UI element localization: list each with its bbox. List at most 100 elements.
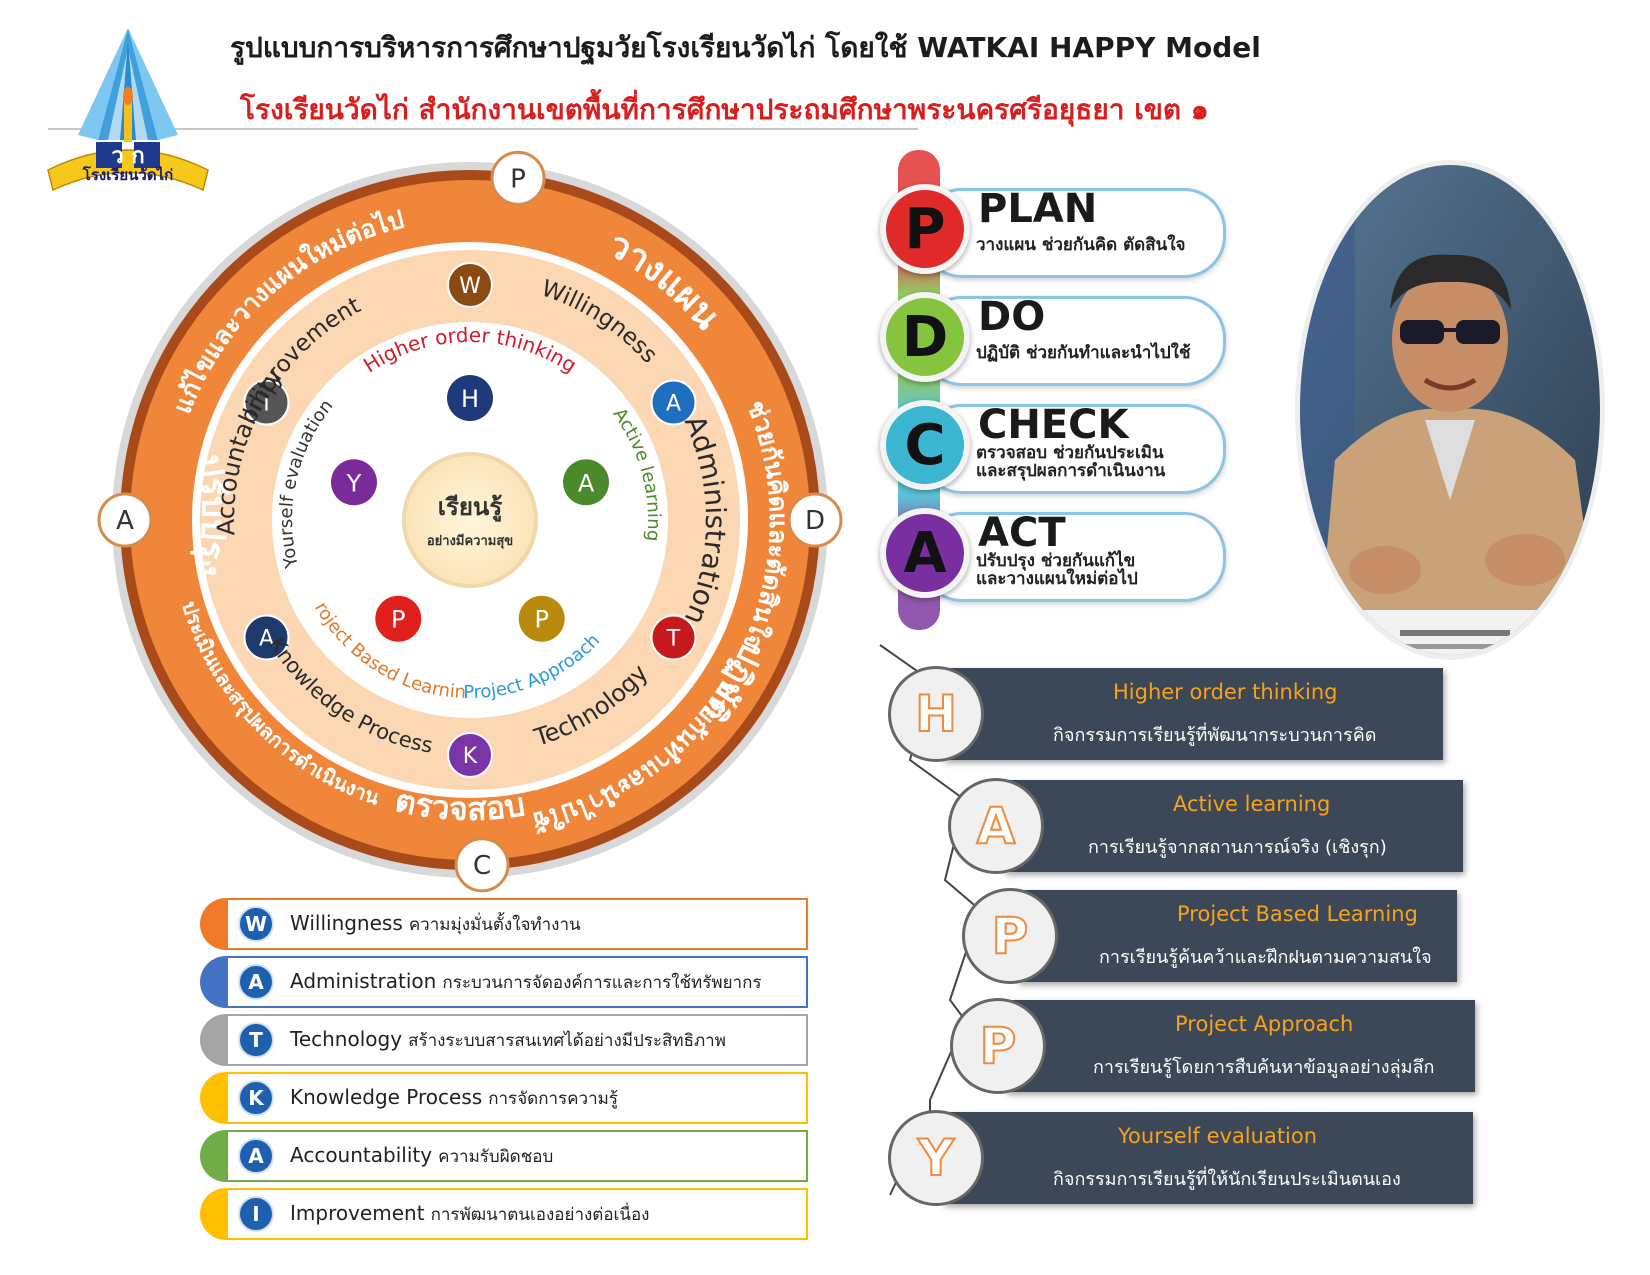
pdca-item-act: A ACT ปรับปรุง ช่วยกันแก้ไข และวางแผนใหม… <box>880 504 1240 604</box>
pdca-title: CHECK <box>978 402 1129 448</box>
inner-item-letter: H <box>461 385 479 413</box>
pdca-desc-line2: และสรุปผลการดำเนินงาน <box>976 461 1166 481</box>
watkai-text: Accountability ความรับผิดชอบ <box>290 1143 553 1170</box>
pdca-desc: ตรวจสอบ ช่วยกันประเมิน และสรุปผลการดำเนิ… <box>976 444 1165 480</box>
inner-item-badge <box>518 595 565 642</box>
school-logo: ว ก โรงเรียนวัดไก่ <box>47 28 209 192</box>
photo-face <box>1392 268 1508 412</box>
pdca-pill <box>920 512 1226 602</box>
inner-item-badge <box>330 459 377 506</box>
outer-ring-label-path: ปรับปรุง <box>187 452 234 579</box>
pdca-pill <box>920 188 1226 278</box>
inner-item-letter: P <box>534 606 548 634</box>
watkai-desc: สร้างระบบสารสนเทศได้อย่างมีประสิทธิภาพ <box>408 1031 726 1051</box>
pdca-letter: A <box>880 508 970 598</box>
happy-item: Higher order thinking กิจกรรมการเรียนรู้… <box>888 666 1443 762</box>
pdca-letter: C <box>880 400 970 490</box>
happy-panel: Active learning การเรียนรู้จากสถานการณ์จ… <box>1003 780 1463 872</box>
pdca-item-check: C CHECK ตรวจสอบ ช่วยกันประเมิน และสรุปผล… <box>880 396 1240 496</box>
watkai-letter: W <box>238 906 274 942</box>
watkai-box <box>228 1188 808 1240</box>
watkai-desc: ความรับผิดชอบ <box>438 1147 554 1167</box>
pdca-desc-line1: ปฏิบัติ ช่วยกันทำและนำไปใช้ <box>976 343 1191 363</box>
happy-item: Project Approach การเรียนรู้โดยการสืบค้น… <box>950 998 1475 1094</box>
middle-item-letter: I <box>263 392 270 417</box>
pdca-title: DO <box>978 294 1046 340</box>
middle-item-letter: T <box>666 627 681 652</box>
pdca-desc: วางแผน ช่วยกันคิด ตัดสินใจ <box>976 236 1185 254</box>
pdca-badge-letter: P <box>510 164 526 194</box>
middle-item-letter: W <box>459 274 481 299</box>
happy-item: Active learning การเรียนรู้จากสถานการณ์จ… <box>948 778 1463 874</box>
watkai-text: Improvement การพัฒนาตนเองอย่างต่อเนื่อง <box>290 1201 650 1228</box>
happy-desc: การเรียนรู้ค้นคว้าและฝึกฝนตามความสนใจ <box>1099 947 1432 968</box>
watkai-letter: I <box>238 1196 274 1232</box>
watkai-key: Technology <box>290 1027 403 1051</box>
pdca-badge-letter: D <box>805 506 825 536</box>
wheel-center <box>402 452 538 588</box>
watkai-letter: T <box>238 1022 274 1058</box>
outer-ring-label: ปรับปรุง <box>187 452 234 579</box>
page-title: รูปแบบการบริหารการศึกษาปฐมวัยโรงเรียนวัด… <box>230 31 1261 64</box>
pdca-letter: P <box>880 184 970 274</box>
watkai-box <box>228 1072 808 1124</box>
pdca-desc: ปฏิบัติ ช่วยกันทำและนำไปใช้ <box>976 344 1191 362</box>
pdca-item-plan: P PLAN วางแผน ช่วยกันคิด ตัดสินใจ <box>880 180 1240 280</box>
middle-item-badge <box>650 379 697 426</box>
happy-desc: การเรียนรู้จากสถานการณ์จริง (เชิงรุก) <box>1088 837 1387 858</box>
pdca-desc-line1: ตรวจสอบ ช่วยกันประเมิน <box>976 443 1164 463</box>
watkai-letter: A <box>238 964 274 1000</box>
pdca-badge-letter: A <box>116 506 134 536</box>
happy-desc: การเรียนรู้โดยการสืบค้นหาข้อมูลอย่างลุ่ม… <box>1093 1057 1435 1078</box>
center-sub-text: อย่างมีความสุข <box>427 533 513 549</box>
happy-item: Yourself evaluation กิจกรรมการเรียนรู้ที… <box>888 1110 1473 1206</box>
watkai-text: Knowledge Process การจัดการความรู้ <box>290 1085 618 1112</box>
watkai-box <box>228 898 808 950</box>
watkai-item: T Technology สร้างระบบสารสนเทศได้อย่างมี… <box>200 1014 810 1066</box>
pdca-desc-line2: และวางแผนใหม่ต่อไป <box>976 569 1138 589</box>
pdca-badges: P D C A <box>97 150 843 893</box>
pdca-desc: ปรับปรุง ช่วยกันแก้ไข และวางแผนใหม่ต่อไป <box>976 552 1138 588</box>
watkai-item: A Administration กระบวนการจัดองค์การและก… <box>200 956 810 1008</box>
happy-title: Active learning <box>1173 792 1331 816</box>
inner-item-letter: P <box>391 606 405 634</box>
middle-item-badge <box>447 732 493 778</box>
happy-item: Project Based Learning การเรียนรู้ค้นคว้… <box>962 888 1457 984</box>
logo-banner-text: โรงเรียนวัดไก่ <box>82 165 173 184</box>
pdca-letter: D <box>880 292 970 382</box>
watkai-box <box>228 956 808 1008</box>
pdca-badge <box>97 492 153 548</box>
watkai-item: K Knowledge Process การจัดการความรู้ <box>200 1072 810 1124</box>
inner-item-badge <box>563 459 610 506</box>
happy-panel: Project Approach การเรียนรู้โดยการสืบค้น… <box>1005 1000 1475 1092</box>
watkai-desc: กระบวนการจัดองค์การและการใช้ทรัพยากร <box>442 973 762 993</box>
middle-item-badge <box>447 262 493 308</box>
happy-desc: กิจกรรมการเรียนรู้ที่ให้นักเรียนประเมินต… <box>1053 1169 1401 1190</box>
middle-item-badge <box>243 614 290 661</box>
pdca-badge <box>490 150 546 206</box>
happy-letter-circle: Y <box>888 1110 984 1206</box>
watkai-desc: การพัฒนาตนเองอย่างต่อเนื่อง <box>430 1205 650 1225</box>
watkai-desc: การจัดการความรู้ <box>488 1089 618 1109</box>
watkai-happy-wheel: วางแผนช่วยกันคิดและตัดสินใจปฏิบัติช่วยกั… <box>90 140 843 893</box>
watkai-key: Improvement <box>290 1201 425 1225</box>
inner-item-badge <box>447 375 493 421</box>
pdca-badge-letter: C <box>473 851 491 881</box>
happy-title: Project Based Learning <box>1177 902 1418 926</box>
happy-title: Higher order thinking <box>1113 680 1338 704</box>
happy-title: Yourself evaluation <box>1118 1124 1318 1148</box>
center-main-text: เรียนรู้ <box>438 493 503 522</box>
logo-letters: ว ก <box>111 144 144 169</box>
happy-panel: Yourself evaluation กิจกรรมการเรียนรู้ที… <box>943 1112 1473 1204</box>
happy-desc: กิจกรรมการเรียนรู้ที่พัฒนากระบวนการคิด <box>1053 725 1377 746</box>
pdca-title: ACT <box>978 510 1066 556</box>
middle-item-badge <box>243 379 290 426</box>
title-divider <box>48 128 918 130</box>
watkai-box <box>228 1130 808 1182</box>
happy-letter-circle: A <box>948 778 1044 874</box>
happy-title: Project Approach <box>1175 1012 1354 1036</box>
watkai-key: Accountability <box>290 1143 433 1167</box>
pdca-pill <box>920 404 1226 494</box>
pdca-item-do: D DO ปฏิบัติ ช่วยกันทำและนำไปใช้ <box>880 288 1240 388</box>
watkai-item: W Willingness ความมุ่งมั่นตั้งใจทำงาน <box>200 898 810 950</box>
